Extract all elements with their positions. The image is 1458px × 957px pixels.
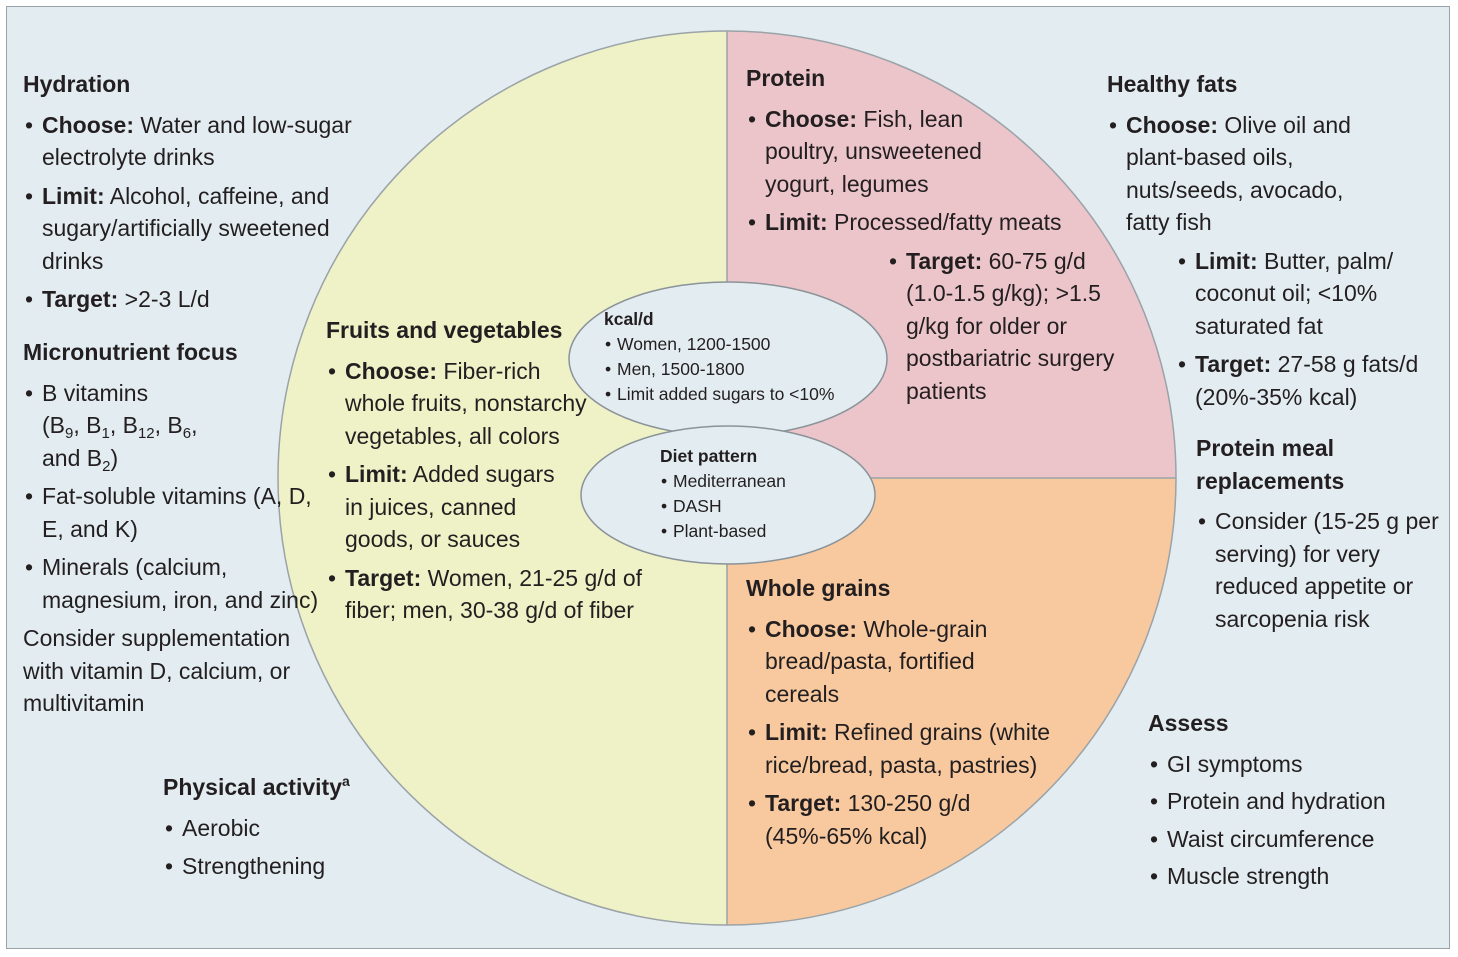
fruits-vegetables-title: Fruits and vegetables [326,317,563,343]
b-vitamins-detail: (B9, B1, B12, B6,and B2) [42,412,198,475]
micronutrient-title: Micronutrient focus [23,339,238,365]
hydration-target: Target: >2-3 L/d [23,283,373,316]
fruits-vegetables-limit: Limit: Added sugars in juices, canned go… [326,458,575,556]
hydration-section: Hydration Choose: Water and low-sugar el… [23,68,373,316]
protein-limit: Limit: Processed/fatty meats [746,206,1166,239]
micronutrient-supplementation: Consider supplementation with vitamin D,… [23,625,291,716]
whole-grains-choose: Choose: Whole-grain bread/pasta, fortifi… [746,613,1005,711]
fruits-vegetables-section: Fruits and vegetables Choose: Fiber-rich… [326,314,701,627]
protein-replacements-item: Consider (15-25 g per serving) for very … [1196,505,1453,635]
diet-plant-based: Plant-based [660,519,830,544]
micronutrient-b-vitamins: B vitamins(B9, B1, B12, B6,and B2) [23,377,323,475]
assess-gi-symptoms: GI symptoms [1148,748,1438,781]
healthy-fats-title: Healthy fats [1107,71,1238,97]
kcal-men: Men, 1500-1800 [604,357,864,382]
fruits-vegetables-target: Target: Women, 21-25 g/d of fiber; men, … [326,562,695,627]
physical-activity-section: Physical activitya Aerobic Strengthening [163,771,423,883]
kcal-section: kcal/d Women, 1200-1500 Men, 1500-1800 L… [604,307,864,407]
assess-section: Assess GI symptoms Protein and hydration… [1148,707,1438,893]
whole-grains-title: Whole grains [746,575,891,601]
fruits-vegetables-choose: Choose: Fiber-rich whole fruits, nonstar… [326,355,595,453]
diet-pattern-title: Diet pattern [660,446,758,466]
footnote-marker: a [342,773,350,789]
protein-replacements-title: Protein meal replacements [1196,435,1345,494]
assess-protein-hydration: Protein and hydration [1148,785,1438,818]
assess-title: Assess [1148,710,1229,736]
whole-grains-section: Whole grains Choose: Whole-grain bread/p… [746,572,1086,852]
micronutrient-fat-soluble: Fat-soluble vitamins (A, D, E, and K) [23,480,323,545]
healthy-fats-choose: Choose: Olive oil and plant-based oils, … [1107,109,1376,239]
assess-muscle: Muscle strength [1148,860,1438,893]
healthy-fats-section: Healthy fats Choose: Olive oil and plant… [1107,68,1447,413]
hydration-limit: Limit: Alcohol, caffeine, and sugary/art… [23,180,373,278]
whole-grains-limit: Limit: Refined grains (white rice/bread,… [746,716,1085,781]
protein-target: Target: 60-75 g/d (1.0-1.5 g/kg); >1.5 g… [887,245,1131,408]
protein-choose: Choose: Fish, lean poultry, unsweetened … [746,103,1010,201]
micronutrient-minerals: Minerals (calcium, magnesium, iron, and … [23,551,323,616]
protein-section: Protein Choose: Fish, lean poultry, unsw… [746,62,1166,407]
physical-activity-title: Physical activitya [163,773,350,800]
diet-pattern-section: Diet pattern Mediterranean DASH Plant-ba… [660,444,830,544]
diet-mediterranean: Mediterranean [660,469,830,494]
assess-waist: Waist circumference [1148,823,1438,856]
kcal-title: kcal/d [604,309,654,329]
micronutrient-section: Micronutrient focus B vitamins(B9, B1, B… [23,336,323,720]
activity-aerobic: Aerobic [163,812,423,845]
kcal-women: Women, 1200-1500 [604,332,864,357]
activity-strengthening: Strengthening [163,850,423,883]
wheel-outline [277,30,1177,926]
kcal-limit-sugars: Limit added sugars to <10% [604,382,864,407]
diet-dash: DASH [660,494,830,519]
protein-title: Protein [746,65,826,91]
healthy-fats-limit: Limit: Butter, palm/ coconut oil; <10% s… [1176,245,1420,343]
hydration-title: Hydration [23,71,131,97]
protein-replacements-section: Protein meal replacements Consider (15-2… [1196,432,1451,635]
hydration-choose: Choose: Water and low-sugar electrolyte … [23,109,373,174]
healthy-fats-target: Target: 27-58 g fats/d (20%-35% kcal) [1176,348,1455,413]
whole-grains-target: Target: 130-250 g/d (45%-65% kcal) [746,787,1015,852]
